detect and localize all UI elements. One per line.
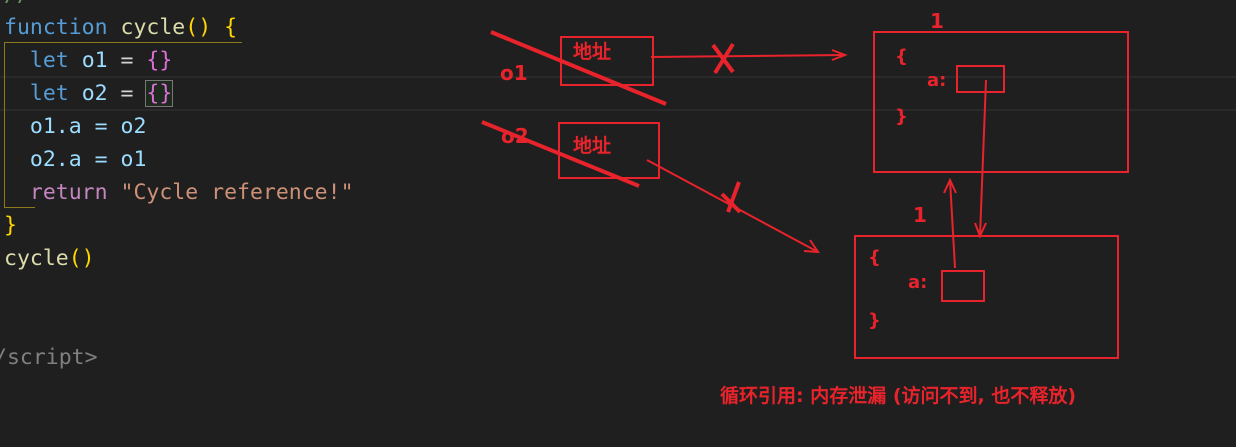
label-o2: o2 [501, 124, 529, 148]
code-line-return: return "Cycle reference!" [29, 180, 354, 205]
arrowhead-down [974, 222, 987, 239]
code-line-comment: // [4, 0, 354, 11]
ref-count-bottom: 1 [913, 203, 927, 227]
code-line-close-brace: } [4, 213, 17, 238]
prop-box-bottom [941, 270, 985, 302]
label-o1: o1 [500, 61, 528, 85]
address-label-1: 地址 [573, 40, 611, 63]
brace-close-bottom: } [868, 310, 881, 331]
strike-o2 [481, 120, 640, 188]
arrow-top-to-bottom [979, 79, 987, 237]
arrow-bottom-to-top [949, 179, 956, 269]
caption: 循环引用: 内存泄漏 (访问不到, 也不释放) [720, 384, 1076, 407]
brace-close-top: } [895, 106, 908, 127]
object-box-bottom [854, 235, 1119, 359]
cross-mark-1 [711, 42, 735, 75]
prop-a-bottom: a: [908, 272, 927, 293]
arrowhead-o2 [803, 239, 820, 254]
code-line-o2-assign: o2.a = o1 [29, 147, 147, 172]
code-line-o1-assign: o1.a = o2 [29, 114, 147, 139]
address-box-1 [560, 36, 654, 86]
bracket-guide [4, 42, 35, 208]
brace-open-bottom: { [868, 247, 881, 268]
cross-mark-2 [720, 181, 742, 214]
ref-count-top: 1 [930, 9, 944, 33]
prop-box-top [956, 65, 1005, 93]
arrow-o1 [650, 54, 846, 58]
arrowhead-up [943, 177, 957, 194]
current-line-highlight [0, 76, 1236, 111]
code-line-let-o2: let o2 = {} [29, 80, 174, 107]
code-line-let-o1: let o1 = {} [29, 48, 173, 73]
address-label-2: 地址 [573, 134, 611, 157]
prop-a-top: a: [927, 70, 946, 91]
code-editor[interactable]: // function cycle() { let o1 = {} let o2… [0, 0, 354, 374]
bracket-guide-top [4, 42, 242, 43]
object-box-top [873, 31, 1129, 173]
address-box-2 [558, 122, 660, 179]
brace-open-top: { [895, 46, 908, 67]
code-line-call: cycle() [4, 246, 95, 271]
strike-o1 [490, 30, 667, 106]
arrowhead-o1 [831, 49, 848, 61]
code-line-script-close: /script> [0, 345, 98, 370]
code-line-function: function cycle() { [4, 15, 238, 40]
